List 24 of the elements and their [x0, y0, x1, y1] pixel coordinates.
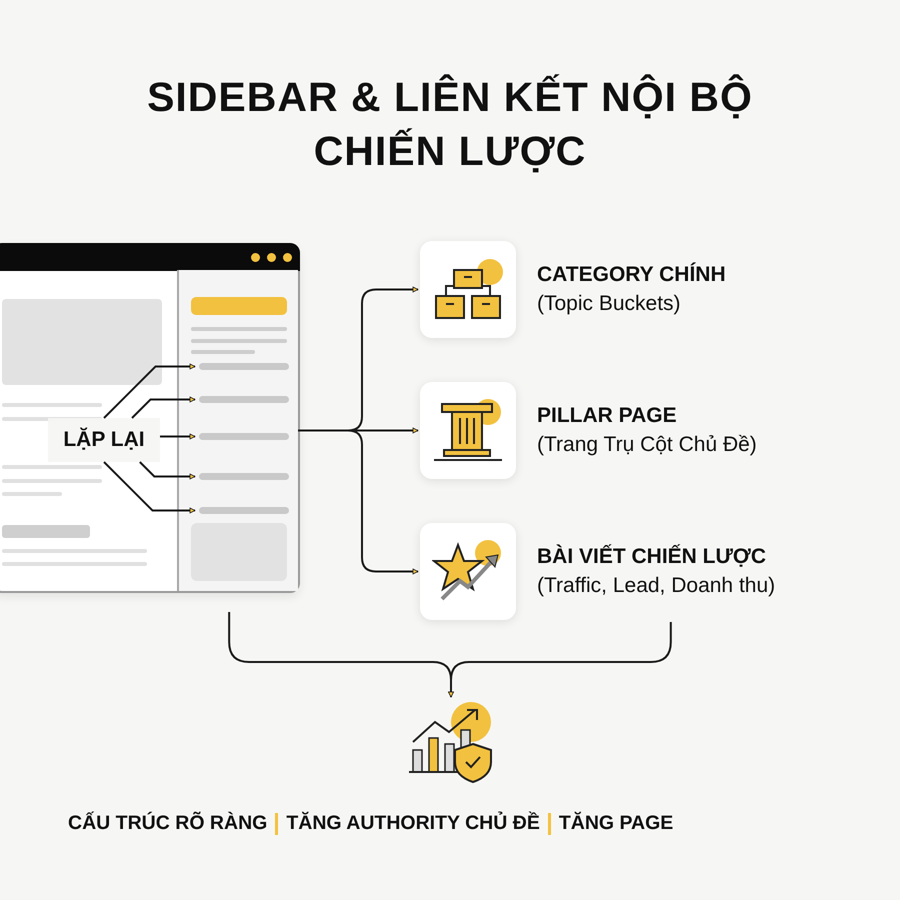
arrow: [103, 461, 196, 514]
sidebar-link-line: [199, 433, 289, 440]
card-heading: CATEGORY CHÍNH: [537, 261, 726, 288]
title: SIDEBAR & LIÊN KẾT NỘI BỘ CHIẾN LƯỢC: [146, 73, 754, 176]
benefit-label: TĂNG AUTHORITY CHỦ ĐỀ: [286, 812, 540, 835]
sidebar-link-line: [199, 396, 289, 403]
repeat-label: LẶP LẠI: [48, 418, 160, 462]
card-heading: PILLAR PAGE: [537, 402, 678, 428]
arrow: [139, 461, 196, 480]
arrow: [103, 364, 196, 419]
arrow: [159, 434, 196, 440]
sidebar-link-line: [199, 473, 289, 480]
sidebar-panel: [177, 270, 298, 591]
arrow: [131, 396, 196, 419]
card-subtitle: (Trang Trụ Cột Chủ Đề): [537, 432, 757, 458]
browser-window: [0, 243, 300, 593]
sidebar-link-line: [199, 363, 289, 370]
card-heading: BÀI VIẾT CHIẾN LƯỢC: [537, 543, 768, 570]
benefit-label: CẤU TRÚC RÕ RÀNG: [68, 812, 268, 835]
sidebar-link-line: [199, 507, 289, 514]
card-subtitle: (Topic Buckets): [537, 290, 682, 316]
card-subtitle: (Traffic, Lead, Doanh thu): [537, 572, 776, 598]
arrow: [448, 622, 672, 698]
benefit-label: TĂNG PAGE: [558, 812, 674, 835]
